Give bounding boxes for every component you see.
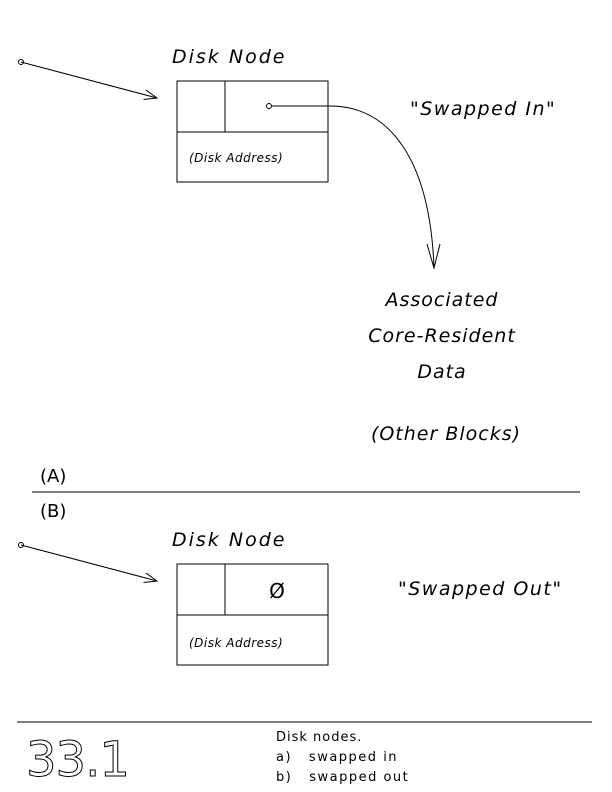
disk-node-box <box>176 80 329 183</box>
disk-address-label: (Disk Address) <box>189 636 283 650</box>
target-line-1: Associated <box>384 289 499 311</box>
disk-node-title: Disk Node <box>172 529 286 551</box>
caption-title: Disk nodes. <box>276 730 362 745</box>
figure-number: 33.1 <box>26 732 129 788</box>
swapped-out-label: "Swapped Out" <box>398 578 563 600</box>
caption-line-a: a) swapped in <box>276 750 398 765</box>
section-b: (B) Disk Node Ø (Disk Address) "Swapped … <box>18 501 563 666</box>
section-a: Disk Node (Disk Address) "Swapped In" As… <box>18 46 556 487</box>
caption-line-b: b) swapped out <box>276 770 409 785</box>
disk-node-box <box>176 563 329 666</box>
section-b-marker: (B) <box>40 501 66 522</box>
incoming-pointer-arrow <box>18 59 158 99</box>
disk-node-title: Disk Node <box>172 46 286 68</box>
null-pointer-value: Ø <box>269 579 285 603</box>
other-blocks-label: (Other Blocks) <box>371 423 521 445</box>
incoming-pointer-arrow <box>18 542 158 582</box>
core-pointer-arrow <box>266 103 441 270</box>
section-a-marker: (A) <box>40 466 66 487</box>
disk-address-label: (Disk Address) <box>189 151 283 165</box>
target-line-3: Data <box>417 361 466 383</box>
figure-caption: 33.1 Disk nodes. a) swapped in b) swappe… <box>26 730 409 789</box>
swapped-in-label: "Swapped In" <box>410 98 556 120</box>
target-line-2: Core-Resident <box>368 325 516 347</box>
